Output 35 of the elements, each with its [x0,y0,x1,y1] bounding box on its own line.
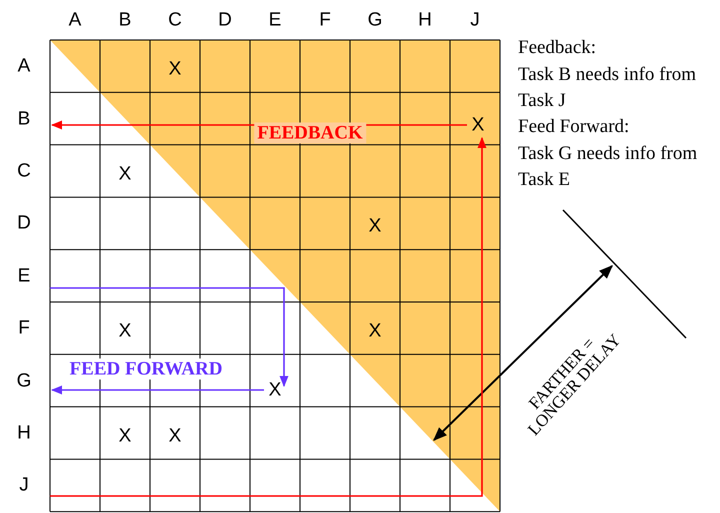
column-header: H [418,10,432,30]
matrix-mark: X [368,322,382,341]
matrix-mark: X [118,426,132,446]
matrix-mark: X [168,60,182,79]
note-text: Task G needs info from Task E [518,142,698,192]
arrow [50,287,288,388]
row-header: F [18,318,30,338]
row-header: C [17,162,31,180]
matrix-mark: X [168,426,182,446]
row-header: D [17,214,31,233]
matrix-mark: X [368,216,382,236]
note-text: Feed Forward: [518,115,630,139]
column-header: E [268,10,282,30]
row-header: G [16,371,32,390]
arrow [50,386,264,394]
edge-label: FEEDBACK [254,122,366,144]
column-header: A [68,10,82,30]
note-text: Feedback: [518,36,598,60]
row-header: J [19,476,29,495]
note-text: Task B needs info from Task J [518,63,698,113]
arrow [50,136,486,497]
matrix-mark: X [268,380,282,400]
column-header: C [168,10,182,30]
column-header: F [319,10,331,30]
column-header: G [368,10,382,30]
column-header: B [118,10,132,30]
row-header: A [18,56,30,76]
row-header: B [18,109,30,128]
matrix-mark: X [118,322,132,341]
row-header: H [17,424,31,442]
column-header: D [218,10,232,30]
column-header: J [470,10,480,30]
row-header: E [18,266,30,286]
matrix-mark: X [118,164,132,184]
matrix-mark: X [472,116,484,134]
